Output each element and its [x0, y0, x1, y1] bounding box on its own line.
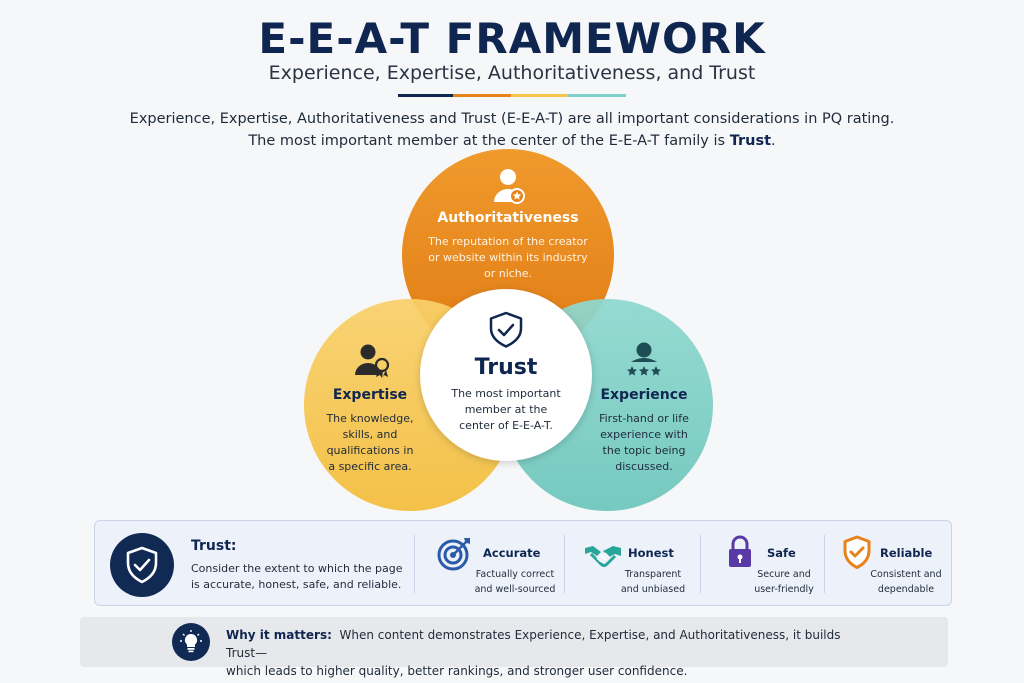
expertise-desc: The knowledge, skills, and qualification…	[315, 411, 425, 475]
experience-desc-line: discussed.	[615, 460, 673, 473]
quality-desc-line: Transparent	[624, 569, 682, 580]
user-star-icon	[494, 169, 525, 204]
deco-teal	[568, 94, 626, 97]
experience-desc: First-hand or life experience with the t…	[584, 411, 704, 475]
divider	[414, 535, 415, 593]
expertise-desc-line: a specific area.	[328, 460, 412, 473]
quality-desc-line: Secure and	[757, 569, 811, 580]
intro-line-2-post: .	[771, 133, 776, 149]
trust-desc-line: The most important	[451, 387, 561, 400]
why-text-1: When content demonstrates Experience, Ex…	[226, 628, 841, 660]
deco-navy	[398, 94, 453, 97]
page-subtitle: Experience, Expertise, Authoritativeness…	[268, 62, 756, 84]
quality-desc-line: Factually correct	[475, 569, 555, 580]
intro-line-1: Experience, Expertise, Authoritativeness…	[129, 111, 895, 127]
shield-check-icon	[489, 311, 523, 348]
authoritativeness-title: Authoritativeness	[437, 210, 579, 226]
trust-badge	[110, 533, 174, 597]
expertise-desc-line: The knowledge,	[326, 412, 414, 425]
trust-panel-desc: Consider the extent to which the page is…	[191, 562, 403, 591]
quality-desc-safe: Secure and user-friendly	[744, 567, 824, 597]
target-icon	[437, 538, 470, 571]
why-it-matters-text: Why it matters: When content demonstrate…	[226, 626, 846, 680]
user-award-icon	[355, 344, 390, 378]
quality-desc-accurate: Factually correct and well-sourced	[474, 567, 556, 597]
expertise-title: Expertise	[332, 387, 408, 403]
divider	[564, 535, 565, 593]
why-text-2: which leads to higher quality, better ra…	[226, 664, 688, 678]
quality-desc-line: Consistent and	[870, 569, 942, 580]
user-stars-icon	[627, 342, 661, 376]
intro-text: Experience, Expertise, Authoritativeness…	[0, 108, 1024, 152]
expertise-desc-line: qualifications in	[326, 444, 414, 457]
experience-title: Experience	[600, 387, 688, 403]
intro-line-2-strong: Trust	[729, 133, 772, 149]
quality-title-safe: Safe	[767, 546, 796, 560]
quality-desc-line: and well-sourced	[474, 584, 556, 595]
color-divider	[398, 94, 626, 97]
lightbulb-badge	[172, 623, 210, 661]
why-line-1: Why it matters: When content demonstrate…	[226, 626, 846, 662]
trust-desc: The most important member at the center …	[436, 386, 576, 434]
experience-desc-line: the topic being	[602, 444, 686, 457]
trust-desc-line: member at the	[464, 403, 548, 416]
lightbulb-icon	[180, 630, 202, 653]
trust-title: Trust	[474, 355, 538, 380]
page-title: E-E-A-T FRAMEWORK	[258, 14, 766, 63]
trust-panel-title: Trust:	[191, 538, 237, 554]
experience-desc-line: First-hand or life	[599, 412, 689, 425]
intro-line-2-pre: The most important member at the center …	[248, 133, 730, 149]
authoritativeness-label-group: Authoritativeness The reputation of the …	[408, 210, 608, 282]
quality-title-accurate: Accurate	[483, 546, 541, 560]
shield-check-icon	[843, 535, 871, 569]
lock-icon	[729, 535, 751, 567]
quality-desc-line: dependable	[877, 584, 935, 595]
authoritativeness-desc-line: or website within its industry	[428, 251, 588, 264]
expertise-label-group: Expertise The knowledge, skills, and qua…	[315, 387, 425, 475]
quality-desc-reliable: Consistent and dependable	[866, 567, 946, 597]
authoritativeness-desc: The reputation of the creator or website…	[408, 234, 608, 282]
authoritativeness-desc-line: or niche.	[483, 267, 533, 280]
trust-circle	[420, 289, 592, 461]
deco-yellow	[511, 94, 568, 97]
trust-desc-line: center of E-E-A-T.	[459, 419, 553, 432]
quality-title-reliable: Reliable	[880, 546, 933, 560]
intro-line-2: The most important member at the center …	[0, 130, 1024, 152]
quality-desc-honest: Transparent and unbiased	[612, 567, 694, 597]
quality-desc-line: and unbiased	[620, 584, 686, 595]
handshake-icon	[585, 546, 621, 567]
expertise-desc-line: skills, and	[342, 428, 398, 441]
divider	[824, 535, 825, 593]
experience-label-group: Experience First-hand or life experience…	[584, 387, 704, 475]
divider	[700, 535, 701, 593]
deco-orange	[453, 94, 511, 97]
trust-label-group: Trust The most important member at the c…	[436, 355, 576, 434]
trust-panel	[94, 520, 952, 606]
authoritativeness-desc-line: The reputation of the creator	[428, 235, 588, 248]
why-label: Why it matters:	[226, 628, 332, 642]
quality-title-honest: Honest	[628, 546, 674, 560]
quality-desc-line: user-friendly	[754, 584, 814, 595]
experience-desc-line: experience with	[600, 428, 688, 441]
shield-check-icon	[126, 546, 158, 584]
why-it-matters-panel	[80, 617, 948, 667]
